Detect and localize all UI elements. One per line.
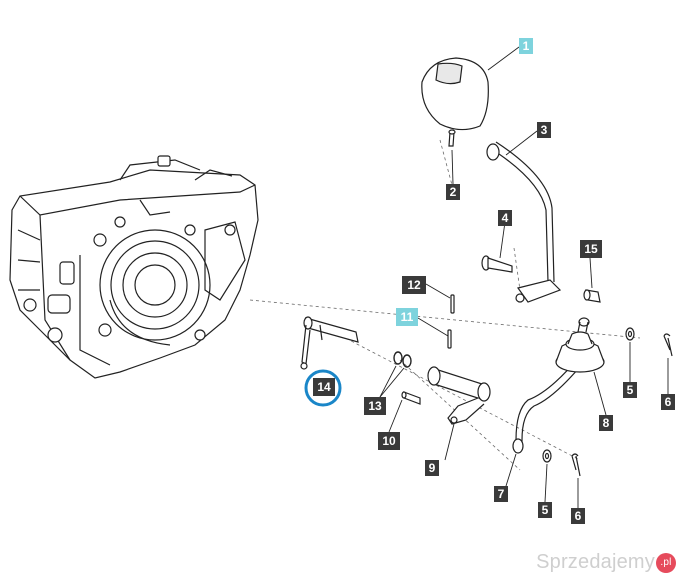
lever-sleeve — [427, 366, 491, 425]
callout-5-lower: 5 — [538, 502, 552, 518]
knob-pin — [448, 129, 456, 147]
callout-10: 10 — [378, 432, 400, 450]
watermark-badge: .pl — [656, 553, 676, 573]
svg-text:14: 14 — [317, 380, 331, 394]
callout-7: 7 — [494, 486, 508, 502]
callout-3: 3 — [537, 122, 551, 138]
gear-lever — [486, 141, 562, 303]
callout-5-upper: 5 — [623, 382, 637, 398]
svg-text:5: 5 — [542, 503, 549, 517]
callout-6-upper: 6 — [661, 394, 675, 410]
callout-13: 13 — [364, 397, 386, 415]
svg-text:9: 9 — [429, 461, 436, 475]
svg-text:11: 11 — [401, 310, 414, 324]
svg-text:7: 7 — [498, 487, 505, 501]
callout-6-lower: 6 — [571, 508, 585, 524]
svg-text:5: 5 — [627, 383, 634, 397]
callout-11: 11 — [396, 308, 418, 326]
bolt — [481, 255, 513, 273]
svg-text:4: 4 — [502, 211, 509, 225]
shift-shaft — [300, 316, 359, 370]
watermark-text: Sprzedajemy — [536, 551, 655, 573]
assembly-axis-lines — [249, 139, 641, 471]
callout-2: 2 — [446, 184, 460, 200]
washers — [542, 327, 635, 463]
callout-8: 8 — [599, 415, 613, 431]
gearbox-housing — [9, 155, 259, 379]
cotter-pins — [571, 333, 673, 477]
svg-text:1: 1 — [523, 39, 530, 53]
bent-rod — [512, 355, 585, 454]
part-14-highlight-circle — [304, 369, 342, 407]
svg-text:15: 15 — [584, 242, 598, 256]
spring-pins — [447, 294, 455, 349]
callout-14: 14 — [313, 378, 335, 396]
watermark: Sprzedajemy.pl — [536, 551, 676, 574]
callout-12: 12 — [402, 276, 426, 294]
callout-1: 1 — [519, 38, 533, 54]
svg-text:3: 3 — [541, 123, 548, 137]
rubber-boot — [555, 317, 605, 373]
svg-text:2: 2 — [450, 185, 457, 199]
small-pin — [401, 391, 421, 405]
callout-4: 4 — [498, 210, 512, 226]
svg-text:6: 6 — [575, 509, 582, 523]
svg-text:13: 13 — [368, 399, 382, 413]
knob — [421, 57, 489, 131]
svg-text:8: 8 — [603, 416, 610, 430]
leader-lines — [379, 46, 669, 508]
callout-9: 9 — [425, 460, 439, 476]
svg-text:6: 6 — [665, 395, 672, 409]
o-rings — [393, 351, 412, 368]
callout-15: 15 — [580, 240, 602, 258]
bushing — [583, 289, 601, 303]
svg-text:10: 10 — [382, 434, 396, 448]
svg-text:12: 12 — [407, 278, 421, 292]
